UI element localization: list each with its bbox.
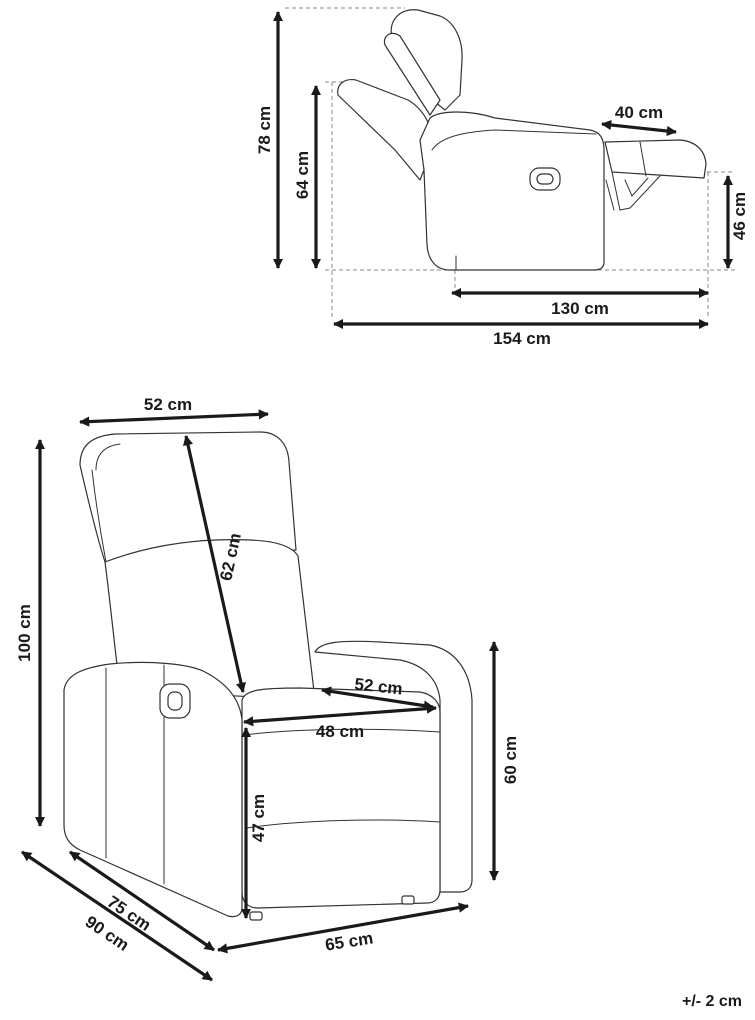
dim-armrest-height: 60 cm xyxy=(501,736,520,784)
front-foot-left xyxy=(249,911,263,921)
front-left-side xyxy=(63,661,243,918)
side-body xyxy=(419,111,605,271)
front-lever-icon xyxy=(159,683,191,719)
dim-depth-total-reclined: 154 cm xyxy=(493,329,551,348)
dim-seat-height: 47 cm xyxy=(249,794,268,842)
dim-height-back: 64 cm xyxy=(293,151,312,199)
side-lever-icon xyxy=(529,167,561,191)
front-foot-right xyxy=(401,895,415,905)
dim-width-total: 65 cm xyxy=(324,928,375,954)
dim-depth-reclined: 130 cm xyxy=(551,299,609,318)
dim-footrest-height: 46 cm xyxy=(730,192,749,240)
side-headrest xyxy=(390,9,463,111)
dim-headrest-width: 52 cm xyxy=(144,395,192,414)
side-footrest xyxy=(604,139,707,179)
side-view-drawing xyxy=(285,7,735,318)
dim-height-total: 78 cm xyxy=(255,106,274,154)
front-view-dimensions: 52 cm 62 cm 52 cm 48 cm 100 cm 60 cm 47 … xyxy=(15,395,520,982)
front-view-drawing xyxy=(63,431,473,921)
dim-seat-width: 48 cm xyxy=(316,722,364,741)
front-right-armrest xyxy=(314,640,473,893)
dim-total-height: 100 cm xyxy=(15,604,34,662)
dim-footrest-length: 40 cm xyxy=(615,103,663,122)
dim-seat-depth: 52 cm xyxy=(354,675,404,699)
side-view-dimensions: 78 cm 64 cm 40 cm 46 cm 130 cm 154 cm xyxy=(255,10,749,348)
tolerance-note: +/- 2 cm xyxy=(682,993,742,1010)
